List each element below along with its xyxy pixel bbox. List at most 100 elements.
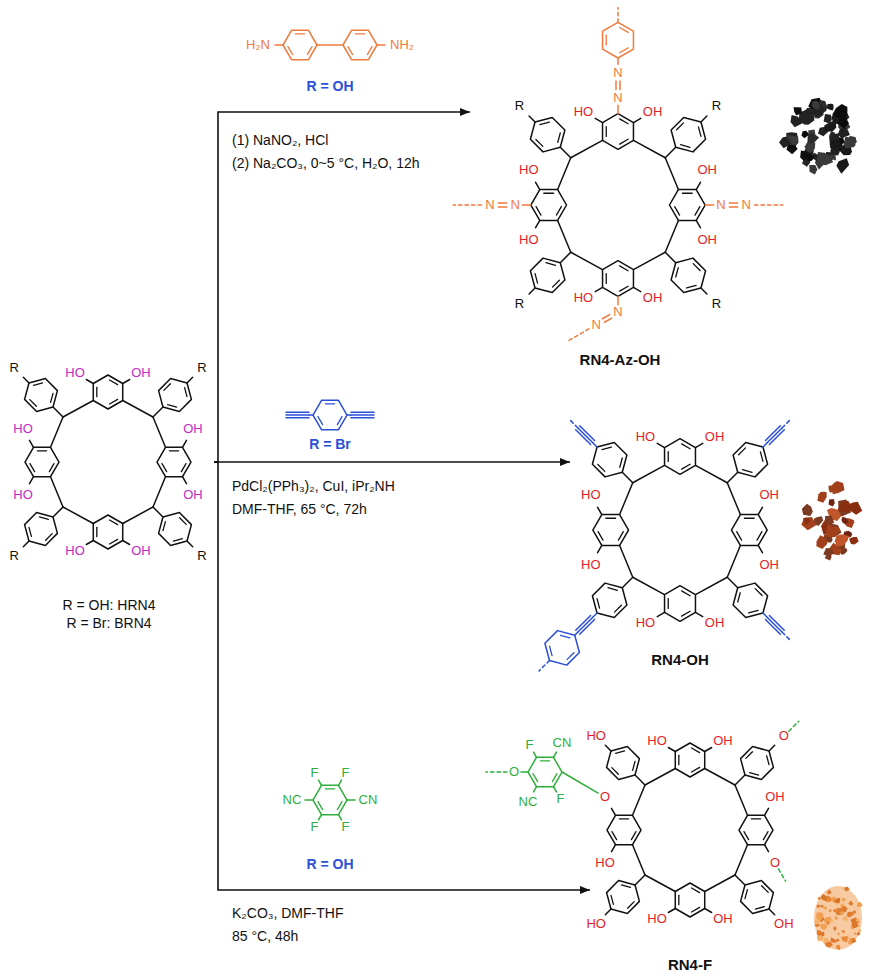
label-holder: F xyxy=(311,820,319,835)
bond-line xyxy=(605,745,611,751)
atom-label: O xyxy=(600,790,610,805)
label-holder: N xyxy=(613,305,622,320)
bond-line xyxy=(633,577,665,594)
bond-line xyxy=(631,832,636,840)
dashed-bond xyxy=(486,771,507,773)
atom-label: OH xyxy=(705,429,725,444)
substituent-note: R = OH xyxy=(306,856,353,872)
bond-line xyxy=(110,520,118,525)
atom-label: HO xyxy=(581,557,601,572)
bond-line xyxy=(63,507,93,524)
powder-grain xyxy=(826,921,830,925)
bond-line xyxy=(615,81,617,89)
bond-line xyxy=(560,147,570,157)
bond-line xyxy=(498,202,506,204)
atom-label: R xyxy=(712,99,721,114)
bond-line xyxy=(110,399,118,404)
powder-grain xyxy=(786,145,797,154)
label-holder: F xyxy=(342,766,350,781)
atom-label: OH xyxy=(643,104,663,119)
bond-line xyxy=(633,140,665,157)
bond-line xyxy=(536,207,541,215)
bond-line xyxy=(735,845,748,875)
bond-line xyxy=(635,875,645,885)
label-holder: N xyxy=(613,90,622,105)
reaction-arrow xyxy=(214,462,590,890)
powder-grain xyxy=(816,905,820,908)
atom-label: OH xyxy=(713,734,733,749)
bond-line xyxy=(744,518,754,519)
bond-line xyxy=(29,527,31,536)
powder-grain xyxy=(836,158,849,174)
compound-name: RN4-Az-OH xyxy=(580,350,661,370)
bond-line xyxy=(602,315,609,319)
label-holder: HO xyxy=(595,855,615,870)
bond-line xyxy=(86,380,93,384)
bond-line xyxy=(751,818,760,819)
bond-line xyxy=(696,182,700,189)
bond-line xyxy=(633,465,665,482)
label-holder: F xyxy=(311,766,319,781)
bond-line xyxy=(633,761,635,770)
powder-grain xyxy=(823,906,828,909)
bond-line xyxy=(552,774,557,782)
atom-label: N xyxy=(741,198,750,213)
atom-label: OH xyxy=(131,544,151,559)
label-holder: R xyxy=(515,296,524,311)
label-holder: F xyxy=(526,738,534,753)
bond-line xyxy=(705,769,735,786)
bond-line xyxy=(645,875,675,892)
bond-line xyxy=(30,440,34,447)
powder-grain xyxy=(848,901,853,906)
atom-label: HO xyxy=(581,488,601,503)
bond-line xyxy=(180,518,187,525)
atom-label: CN xyxy=(553,736,572,751)
bond-line xyxy=(735,775,745,785)
compound-name: RN4-F xyxy=(668,955,712,975)
atom-label: HO xyxy=(13,487,33,502)
powder-grain xyxy=(844,137,856,149)
bond-line xyxy=(682,193,692,194)
label-holder: R xyxy=(197,548,206,563)
atom-label: OH xyxy=(713,912,733,927)
bond-line xyxy=(544,193,554,194)
atom-label: O xyxy=(770,855,780,870)
atom-label: N xyxy=(613,305,622,320)
bond-line xyxy=(763,613,767,617)
powder-grain xyxy=(817,492,826,503)
bond-line xyxy=(351,411,374,413)
label-holder: OH xyxy=(765,790,785,805)
bond-line xyxy=(606,127,607,137)
bond-line xyxy=(619,81,621,89)
powder-grain xyxy=(816,535,827,549)
atom-label: N xyxy=(591,317,600,332)
bond-line xyxy=(576,615,591,630)
powder-grain xyxy=(856,919,860,922)
label-holder: R = OH xyxy=(306,856,353,872)
bond-line xyxy=(529,288,535,294)
label-holder: OH xyxy=(760,488,780,503)
label-holder: HO xyxy=(65,544,85,559)
bond-line xyxy=(560,252,570,262)
bond-line xyxy=(522,204,530,206)
powder-grain xyxy=(817,931,822,936)
powder-grain xyxy=(850,918,855,922)
bond-line xyxy=(765,808,769,815)
molecule-node: RN4-F xyxy=(590,715,790,977)
bond-line xyxy=(168,405,177,407)
sample-photo xyxy=(814,886,863,950)
bond-line xyxy=(377,44,385,46)
powder-grain xyxy=(802,504,813,516)
bond-line xyxy=(735,785,748,815)
benzene-ring xyxy=(531,190,567,221)
bond-line xyxy=(617,296,619,304)
bond-line xyxy=(597,599,600,608)
bond-line xyxy=(763,832,768,840)
bond-line xyxy=(619,818,628,819)
bond-line xyxy=(553,280,560,287)
bond-line xyxy=(769,615,784,630)
bond-line xyxy=(498,206,506,208)
powder-grain xyxy=(828,485,836,492)
label-holder: CN xyxy=(553,736,572,751)
bond-line xyxy=(681,145,690,148)
